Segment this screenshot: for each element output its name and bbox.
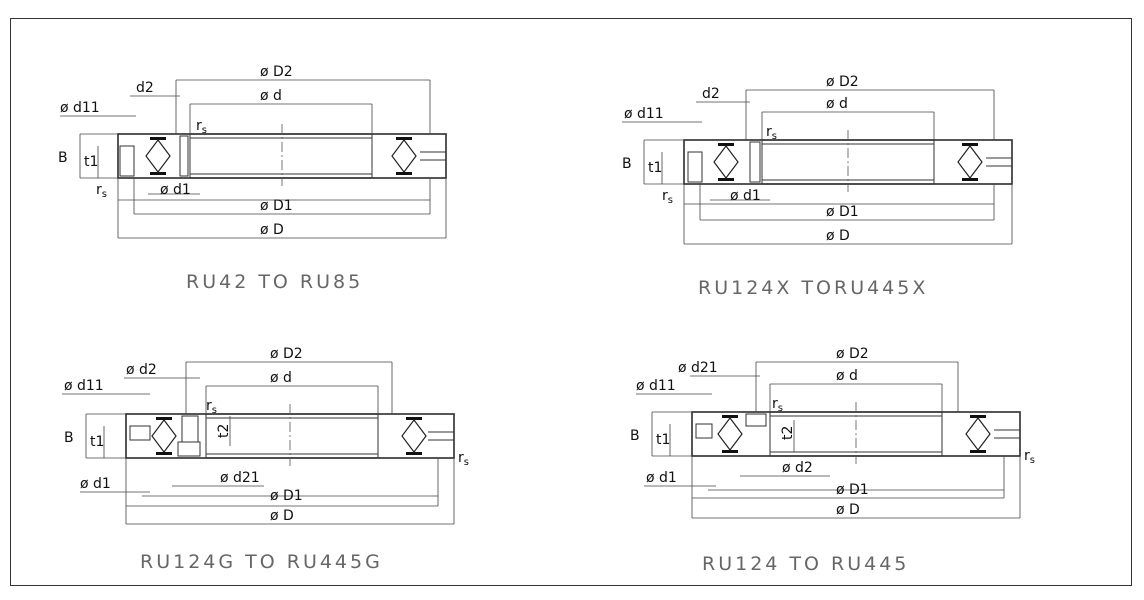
label-B: B: [630, 428, 640, 444]
caption: RU124X TORU445X: [698, 277, 928, 299]
label-rs: rs: [206, 398, 217, 416]
label-d: ø d: [260, 88, 282, 104]
label-D: ø D: [260, 222, 284, 238]
label-rs: rs: [766, 124, 777, 142]
label-d: ø d: [270, 370, 292, 386]
label-t1: t1: [90, 434, 104, 450]
label-B: B: [622, 156, 632, 172]
roller-icon: [151, 419, 177, 453]
label-rs: rs: [772, 396, 783, 414]
caption: RU124G TO RU445G: [140, 551, 383, 573]
label-D: ø D: [270, 508, 294, 524]
label-rs2: rs: [1024, 448, 1035, 466]
label-t2: t2: [780, 426, 796, 440]
label-D1: ø D1: [270, 488, 303, 504]
label-d21: ø d21: [678, 360, 718, 376]
diagram-ru124x-ru445x: ø D2 ø d d2 ø d11 rs B t1 ø d1 rs ø D1 ø…: [622, 74, 1013, 299]
roller-icon: [965, 417, 991, 451]
label-d11: ø d11: [64, 378, 104, 394]
label-D: ø D: [836, 502, 860, 518]
label-B: B: [64, 430, 74, 446]
right-section: [941, 411, 1021, 457]
label-t1: t1: [656, 432, 670, 448]
drawing-frame: [10, 18, 1132, 586]
label-rs2: rs: [96, 182, 107, 200]
label-d: ø d: [826, 96, 848, 112]
diagram-ru124-ru445: ø D2 ø d ø d21 ø d11 rs B t1 t2 ø d1 ø d…: [630, 346, 1035, 575]
label-D1: ø D1: [260, 198, 293, 214]
label-t1: t1: [648, 160, 662, 176]
label-d2: ø d2: [782, 460, 813, 476]
label-d2: d2: [136, 80, 154, 96]
right-section: [371, 133, 447, 179]
caption: RU42 TO RU85: [186, 271, 363, 293]
label-D1: ø D1: [826, 204, 859, 220]
roller-icon: [401, 419, 427, 453]
label-rs: rs: [196, 118, 207, 136]
roller-icon: [713, 145, 739, 179]
left-section: [125, 413, 207, 459]
label-B: B: [58, 150, 68, 166]
left-section: [117, 133, 191, 179]
roller-icon: [717, 417, 743, 451]
label-D2: ø D2: [836, 346, 869, 362]
label-d21: ø d21: [220, 470, 260, 486]
label-d2: d2: [702, 86, 720, 102]
label-rs2: rs: [662, 188, 673, 206]
label-d11: ø d11: [624, 106, 664, 122]
left-section: [683, 139, 763, 185]
roller-icon: [391, 139, 417, 173]
label-D2: ø D2: [260, 64, 293, 80]
diagram-ru42-ru85: ø D2 ø d d2 ø d11 rs B t1 ø d1 rs ø D1 ø…: [58, 64, 447, 293]
left-section: [691, 411, 771, 457]
label-d1: ø d1: [646, 470, 677, 486]
label-d11: ø d11: [60, 100, 100, 116]
right-section: [377, 413, 455, 459]
label-d1: ø d1: [160, 182, 191, 198]
label-rs2: rs: [458, 450, 469, 468]
roller-icon: [957, 145, 983, 179]
label-D2: ø D2: [270, 346, 303, 362]
label-t2: t2: [216, 424, 232, 438]
label-D1: ø D1: [836, 482, 869, 498]
label-d2: ø d2: [126, 362, 157, 378]
label-d11: ø d11: [636, 378, 676, 394]
right-section: [933, 139, 1013, 185]
label-d1: ø d1: [730, 188, 761, 204]
diagram-ru124g-ru445g: ø D2 ø d ø d2 ø d11 rs B t1 t2 ø d1 ø d2…: [62, 346, 469, 573]
label-d1: ø d1: [80, 476, 111, 492]
label-D: ø D: [826, 228, 850, 244]
label-D2: ø D2: [826, 74, 859, 90]
caption: RU124 TO RU445: [702, 553, 909, 575]
label-d: ø d: [836, 368, 858, 384]
roller-icon: [145, 139, 171, 173]
label-t1: t1: [84, 154, 98, 170]
